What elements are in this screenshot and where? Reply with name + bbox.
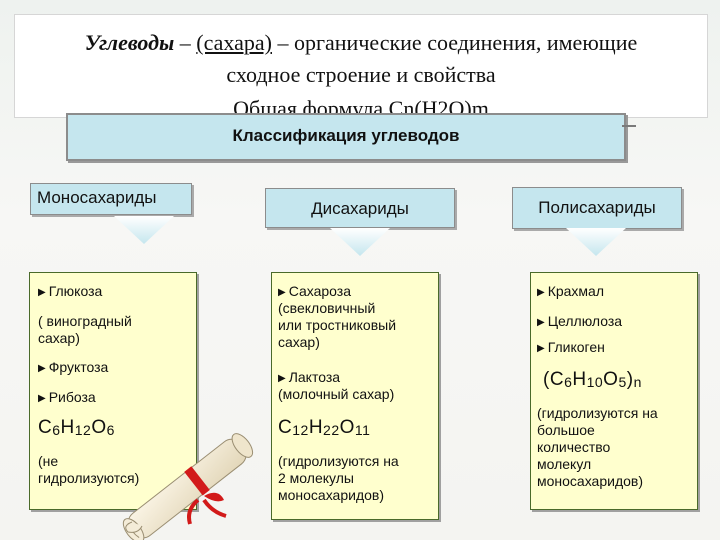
molecular-formula: C6H12O6 — [38, 417, 115, 438]
definition-line-2: сходное строение и свойства — [226, 62, 496, 87]
bullet-arrow-icon: ▶ — [278, 373, 286, 384]
bullet-arrow-icon: ▶ — [278, 287, 286, 298]
bullet-arrow-icon: ▶ — [38, 363, 46, 374]
hydrolysis-note: (гидролизуются на — [537, 405, 658, 421]
category-label: Полисахариды — [538, 198, 656, 217]
list-item: ▶Фруктоза — [38, 359, 109, 375]
disaccharides-panel: ▶Сахароза (свекловичный или тростниковый… — [271, 272, 439, 520]
category-label: Моносахариды — [37, 188, 157, 207]
classification-title: Классификация углеводов — [232, 126, 460, 145]
lactose-note: (молочный сахар) — [278, 386, 395, 402]
category-polysaccharides: Полисахариды — [512, 187, 682, 229]
molecular-formula: (C6H10O5)n — [543, 369, 642, 390]
bullet-arrow-icon: ▶ — [537, 317, 545, 328]
hydrolysis-note: 2 молекулы — [278, 470, 354, 486]
bullet-arrow-icon: ▶ — [38, 393, 46, 404]
definition-line-1: Углеводы – (сахара) – органические соеди… — [84, 30, 638, 55]
arrow-down-icon — [566, 228, 626, 256]
sucrose-note: (свекловичный — [278, 300, 376, 316]
term-carbohydrates: Углеводы — [84, 30, 175, 55]
hydrolysis-note: моносахаридов) — [537, 473, 644, 489]
category-label: Дисахариды — [311, 199, 409, 218]
glucose-note: ( виноградный — [38, 313, 132, 329]
list-item: ▶Глюкоза — [38, 283, 103, 299]
hydrolysis-note: молекул — [537, 456, 592, 472]
list-item: ▶Целлюлоза — [537, 313, 623, 329]
bullet-arrow-icon: ▶ — [537, 287, 545, 298]
scroll-icon — [122, 433, 254, 540]
classification-connector — [622, 125, 636, 127]
classification-box: Классификация углеводов — [66, 113, 626, 161]
sucrose-note: или тростниковый — [278, 317, 397, 333]
definition-header: Углеводы – (сахара) – органические соеди… — [14, 14, 708, 121]
hydrolysis-note: (не — [38, 453, 59, 469]
list-item: ▶Крахмал — [537, 283, 605, 299]
hydrolysis-note: моносахаридов) — [278, 487, 385, 503]
polysaccharides-panel: ▶Крахмал ▶Целлюлоза ▶Гликоген (C6H10O5)n… — [530, 272, 698, 510]
hydrolysis-note: (гидролизуются на — [278, 453, 399, 469]
glucose-note: сахар) — [38, 330, 80, 346]
hydrolysis-note: количество — [537, 439, 611, 455]
category-monosaccharides: Моносахариды — [30, 183, 192, 215]
monosaccharides-panel: ▶Глюкоза ( виноградный сахар) ▶Фруктоза … — [29, 272, 197, 510]
molecular-formula: C12H22O11 — [278, 417, 371, 438]
bullet-arrow-icon: ▶ — [537, 343, 545, 354]
arrow-down-icon — [114, 216, 174, 244]
term-sugars: (сахара) — [196, 30, 272, 55]
hydrolysis-note: большое — [537, 422, 595, 438]
sucrose-note: сахар) — [278, 334, 320, 350]
arrow-down-icon — [330, 228, 390, 256]
hydrolysis-note: гидролизуются) — [38, 470, 140, 486]
list-item: ▶Лактоза — [278, 369, 341, 385]
category-disaccharides: Дисахариды — [265, 188, 455, 228]
bullet-arrow-icon: ▶ — [38, 287, 46, 298]
list-item: ▶Сахароза — [278, 283, 352, 299]
list-item: ▶Рибоза — [38, 389, 96, 405]
list-item: ▶Гликоген — [537, 339, 605, 355]
